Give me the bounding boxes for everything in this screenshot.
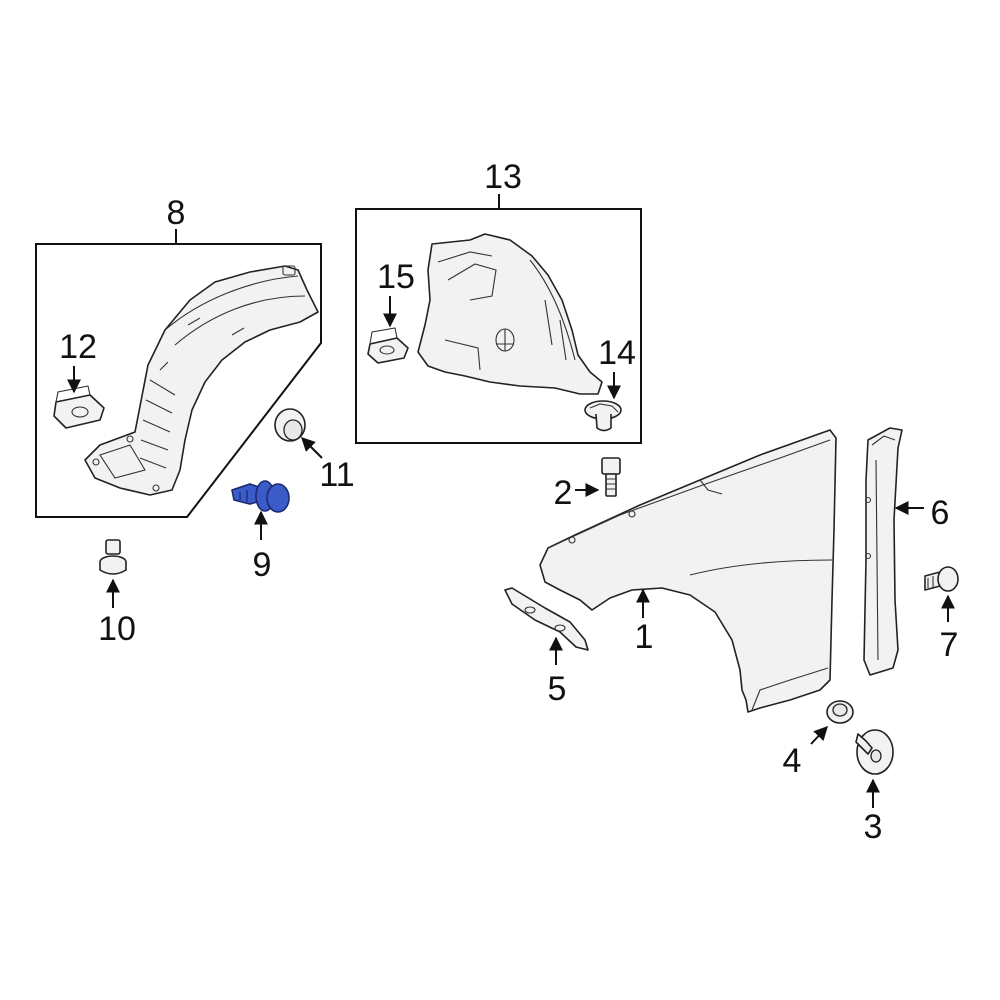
part-15-clip[interactable]	[367, 327, 409, 364]
liner-kit-box	[35, 243, 322, 518]
part-5-bracket[interactable]	[504, 587, 589, 651]
callout-10[interactable]: 10	[98, 610, 136, 648]
callout-2[interactable]: 2	[554, 474, 573, 512]
rear-liner-kit-box	[355, 208, 642, 444]
liner-kit-group-13: 13 15 14	[355, 158, 642, 444]
part-7-screw[interactable]	[924, 566, 959, 592]
part-1-fender[interactable]	[539, 429, 837, 713]
liner-kit-group-8: 8 12	[35, 194, 322, 518]
part-10-bolt[interactable]	[99, 539, 127, 575]
callout-7[interactable]: 7	[940, 626, 959, 664]
fender-liner-part[interactable]	[84, 265, 319, 496]
leader-4	[810, 725, 828, 745]
part-6-seal-strip[interactable]	[863, 427, 903, 676]
callout-6[interactable]: 6	[931, 494, 950, 532]
leader-11	[301, 437, 323, 459]
callout-4[interactable]: 4	[783, 742, 802, 780]
part-4-nut[interactable]	[826, 700, 854, 724]
part-9-push-clip-highlighted[interactable]	[231, 480, 290, 513]
callout-8[interactable]: 8	[167, 194, 186, 232]
callout-9[interactable]: 9	[253, 546, 272, 584]
part-2-bolt[interactable]	[601, 457, 621, 497]
callout-1[interactable]: 1	[635, 618, 654, 656]
callout-5[interactable]: 5	[548, 670, 567, 708]
callout-11[interactable]: 11	[319, 456, 354, 494]
part-14-push-rivet[interactable]	[584, 400, 622, 432]
rear-liner-part[interactable]	[417, 233, 603, 395]
callout-15[interactable]: 15	[377, 258, 415, 296]
callout-12[interactable]: 12	[59, 328, 97, 366]
part-12-clip[interactable]	[53, 385, 105, 429]
callout-13[interactable]: 13	[484, 158, 522, 196]
callout-14[interactable]: 14	[598, 334, 636, 372]
part-3-stud[interactable]	[855, 729, 894, 775]
part-11-grommet[interactable]	[274, 408, 306, 442]
callout-3[interactable]: 3	[864, 808, 883, 846]
